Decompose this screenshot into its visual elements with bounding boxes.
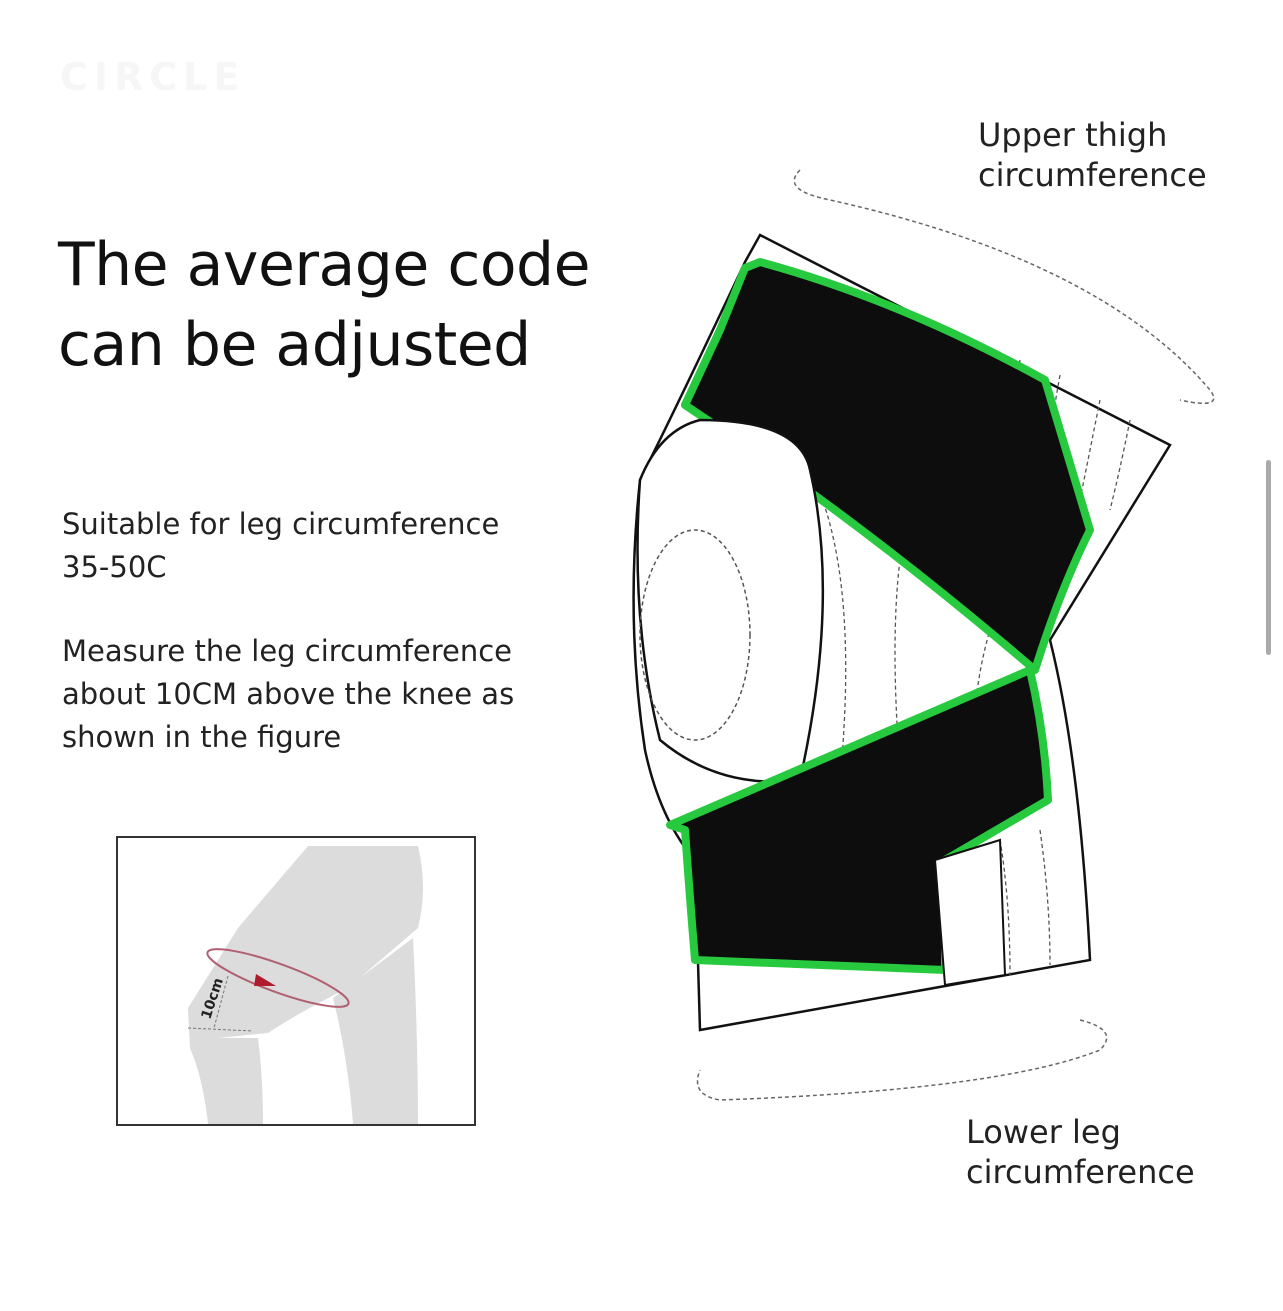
scrollbar-thumb[interactable] bbox=[1266, 460, 1271, 655]
upper-label-line-1: Upper thigh bbox=[978, 116, 1168, 154]
watermark-logo: CIRCLE bbox=[60, 55, 246, 99]
lower-circumference-line bbox=[696, 1019, 1108, 1101]
lower-leg-silhouette bbox=[188, 1008, 263, 1124]
measure-instructions: Measure the leg circumference about 10CM… bbox=[62, 630, 514, 759]
thigh-silhouette bbox=[188, 846, 423, 1038]
measurement-figure: 10cm bbox=[116, 836, 476, 1126]
suitable-line-2: 35-50C bbox=[62, 550, 167, 584]
headline: The average code can be adjusted bbox=[58, 225, 591, 385]
arrow-icon bbox=[254, 974, 276, 986]
leg-silhouette-illustration: 10cm bbox=[187, 846, 423, 1124]
measure-loop bbox=[206, 948, 350, 1008]
measure-line-1: Measure the leg circumference bbox=[62, 634, 513, 668]
headline-line-2: can be adjusted bbox=[58, 310, 531, 380]
lower-label-line-2: circumference bbox=[966, 1153, 1195, 1191]
back-leg-silhouette bbox=[333, 938, 418, 1124]
measure-line-2: about 10CM above the knee as bbox=[62, 677, 515, 711]
knee-dashed-line bbox=[187, 1027, 254, 1032]
headline-line-1: The average code bbox=[58, 230, 591, 300]
upper-circumference-line bbox=[793, 169, 1215, 405]
upper-thigh-label: Upper thigh circumference bbox=[978, 115, 1207, 195]
upper-label-line-2: circumference bbox=[978, 156, 1207, 194]
kneecap-pad bbox=[636, 418, 825, 783]
measure-line-3: shown in the figure bbox=[62, 720, 342, 754]
lower-label-line-1: Lower leg bbox=[966, 1113, 1121, 1151]
suitable-line-1: Suitable for leg circumference bbox=[62, 507, 500, 541]
kneecap-ring bbox=[639, 529, 751, 741]
distance-dashed-line bbox=[213, 975, 229, 1029]
suitable-text: Suitable for leg circumference 35-50C bbox=[62, 503, 499, 589]
lower-leg-label: Lower leg circumference bbox=[966, 1112, 1195, 1192]
strap-tab bbox=[933, 838, 1007, 987]
